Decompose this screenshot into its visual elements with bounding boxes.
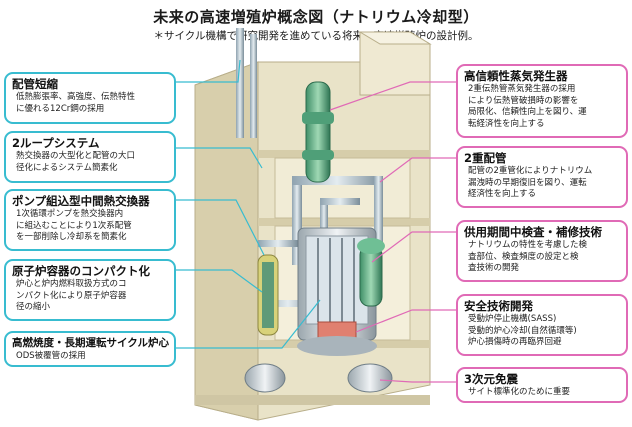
callout-line: に組込むことにより1次系配管 [16, 220, 132, 231]
primary-pump [357, 238, 385, 307]
callout-heading: 高燃焼度・長期運転サイクル炉心 [12, 337, 169, 349]
seismic-isolation-base [195, 363, 430, 405]
callout-pump-integrated-ihx: ポンプ組込型中間熱交換器 1次循環ポンプを熱交換器内 に組込むことにより1次系配… [4, 189, 176, 251]
right-leader-lines [329, 81, 456, 383]
callout-line: に優れる12Cr鋼の採用 [16, 103, 105, 114]
callout-two-loop-system: 2ループシステム 熱交換器の大型化と配管の大口 径化によるシステム簡素化 [4, 131, 176, 183]
intermediate-heat-exchanger [257, 254, 279, 336]
callout-line: 査技術の開発 [468, 263, 520, 273]
callout-heading: 原子炉容器のコンパクト化 [12, 264, 150, 278]
callout-line: 低熱膨張率、高強度、伝熱特性 [16, 92, 136, 102]
callout-reliable-steam-generator: 高信頼性蒸気発生器 2重伝熱管蒸気発生器の採用 により伝熱管破損時の影響を 局限… [456, 64, 628, 138]
reactor-vessel [297, 227, 377, 356]
piping [236, 28, 383, 307]
callout-heading: 高信頼性蒸気発生器 [464, 69, 568, 83]
callout-heading: ポンプ組込型中間熱交換器 [12, 194, 150, 208]
callout-line: 径の縮小 [16, 302, 51, 312]
callout-pipe-shortening: 配管短縮 低熱膨張率、高強度、伝熱特性 に優れる12Cr鋼の採用 [4, 72, 176, 124]
callout-double-pipe: 2重配管 配管の2重管化によりナトリウム 漏洩時の早期復旧を図り、運転 経済性を… [456, 146, 628, 208]
callout-heading: 2ループシステム [12, 136, 100, 150]
callout-line: 査部位、検査頻度の設定と検 [468, 251, 579, 262]
callout-line: を一部削除し冷却系を簡素化 [16, 232, 127, 242]
callout-heading: 3次元免震 [464, 372, 519, 386]
callout-safety-technology: 安全技術開発 受動炉停止機構(SASS) 受動的炉心冷却(自然循環等) 炉心損傷… [456, 294, 628, 356]
callout-line: 漏洩時の早期復旧を図り、運転 [468, 177, 587, 188]
callout-compact-reactor-vessel: 原子炉容器のコンパクト化 炉心と炉内燃料取扱方式のコ ンパクト化により原子炉容器… [4, 259, 176, 321]
callout-line: 局限化、信頼性向上を図り、運 [468, 107, 587, 117]
callout-line: 受動炉停止機構(SASS) [468, 314, 557, 324]
callout-in-service-inspection: 供用期間中検査・補修技術 ナトリウムの特性を考慮した検 査部位、検査頻度の設定と… [456, 220, 628, 282]
callout-heading: 配管短縮 [12, 77, 58, 91]
callout-heading: 2重配管 [464, 151, 507, 165]
callout-line: ンパクト化により原子炉容器 [16, 290, 127, 301]
callout-line: サイト標準化のために重要 [468, 387, 571, 397]
callout-line: 2重伝熱管蒸気発生器の採用 [468, 84, 576, 94]
callout-line: 熱交換器の大型化と配管の大口 [16, 151, 136, 161]
steam-generator [302, 81, 334, 183]
callout-heading: 供用期間中検査・補修技術 [464, 225, 602, 239]
callout-line: により伝熱管破損時の影響を [468, 95, 579, 106]
callout-line: 炉心損傷時の再臨界回避 [468, 337, 562, 347]
callout-line: 経済性を向上する [468, 189, 537, 199]
callout-high-burnup-core: 高燃焼度・長期運転サイクル炉心 ODS被覆管の採用 [4, 331, 176, 367]
callout-line: 炉心と炉内燃料取扱方式のコ [16, 279, 127, 289]
callout-3d-seismic-isolation: 3次元免震 サイト標準化のために重要 [456, 367, 628, 403]
callout-line: 1次循環ポンプを熱交換器内 [16, 209, 124, 219]
callout-line: 受動的炉心冷却(自然循環等) [468, 325, 577, 336]
callout-heading: 安全技術開発 [464, 299, 533, 313]
left-leader-lines [176, 59, 321, 349]
callout-line: 径化によるシステム簡素化 [16, 162, 118, 173]
callout-line: 転経済性を向上する [468, 118, 545, 129]
callout-line: ナトリウムの特性を考慮した検 [468, 240, 588, 250]
diagram-title: 未来の高速増殖炉概念図（ナトリウム冷却型） [153, 8, 479, 26]
callout-line: ODS被覆管の採用 [16, 351, 86, 361]
callout-line: 配管の2重管化によりナトリウム [468, 166, 593, 176]
